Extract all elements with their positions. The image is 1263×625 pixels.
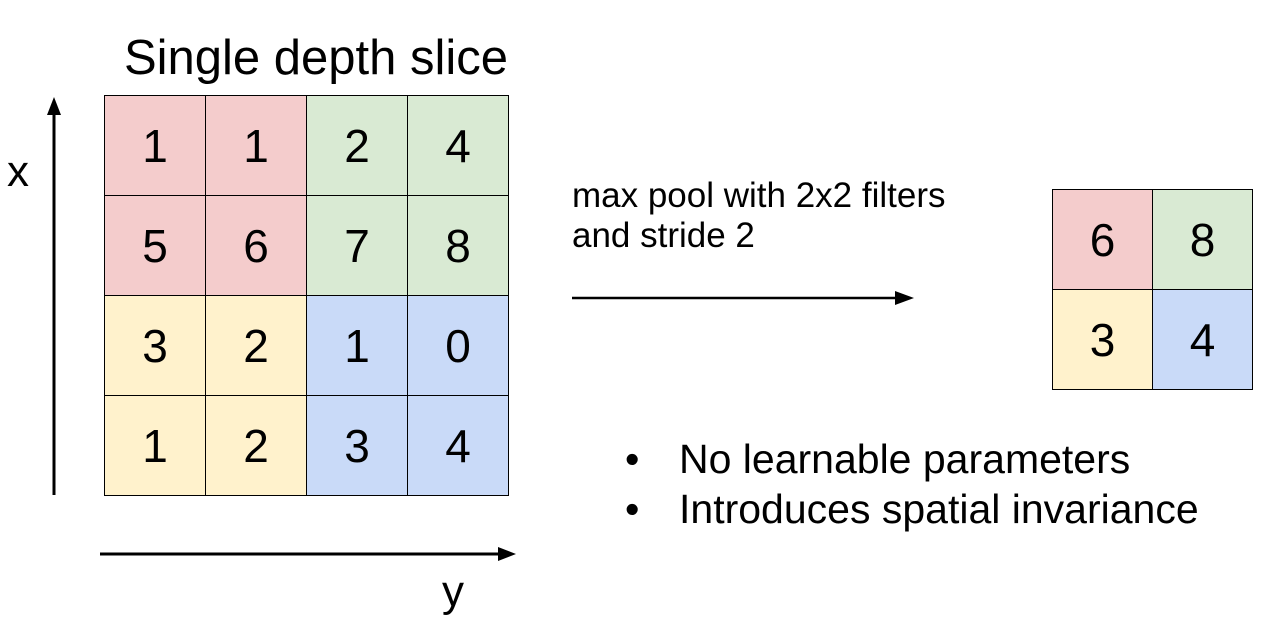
y-axis-arrow bbox=[100, 547, 516, 561]
input-grid-cell: 0 bbox=[407, 295, 509, 396]
input-grid-cell: 3 bbox=[306, 395, 408, 496]
input-grid-cell: 2 bbox=[205, 395, 307, 496]
output-grid-cell: 4 bbox=[1152, 289, 1253, 390]
input-grid-cell: 5 bbox=[104, 195, 206, 296]
bullet-marker: • bbox=[625, 486, 640, 532]
input-grid-cell: 6 bbox=[205, 195, 307, 296]
input-grid-cell: 2 bbox=[306, 95, 408, 196]
bullet-item: • No learnable parameters bbox=[625, 434, 1199, 484]
y-axis-label: y bbox=[442, 567, 464, 616]
bullet-text: Introduces spatial invariance bbox=[679, 486, 1199, 532]
input-grid-cell: 1 bbox=[205, 95, 307, 196]
input-grid-cell: 8 bbox=[407, 195, 509, 296]
input-grid-cell: 1 bbox=[306, 295, 408, 396]
operation-arrow bbox=[572, 291, 914, 305]
diagram-title: Single depth slice bbox=[123, 31, 509, 85]
bullet-text: No learnable parameters bbox=[679, 436, 1131, 482]
output-grid-cell: 3 bbox=[1052, 289, 1153, 390]
output-grid-cell: 6 bbox=[1052, 189, 1153, 290]
operation-line-1: max pool with 2x2 filters bbox=[572, 176, 946, 215]
bullet-item: • Introduces spatial invariance bbox=[625, 484, 1199, 534]
input-grid-cell: 4 bbox=[407, 395, 509, 496]
input-grid-cell: 7 bbox=[306, 195, 408, 296]
x-axis-label: x bbox=[7, 147, 29, 196]
input-grid-cell: 1 bbox=[104, 395, 206, 496]
output-grid-cell: 8 bbox=[1152, 189, 1253, 290]
operation-label: max pool with 2x2 filters and stride 2 bbox=[572, 176, 945, 256]
input-grid-cell: 1 bbox=[104, 95, 206, 196]
operation-line-2: and stride 2 bbox=[572, 216, 755, 255]
input-grid-cell: 4 bbox=[407, 95, 509, 196]
input-grid-cell: 2 bbox=[205, 295, 307, 396]
input-grid-cell: 3 bbox=[104, 295, 206, 396]
x-axis-arrow bbox=[47, 97, 61, 495]
bullet-list: • No learnable parameters • Introduces spat… bbox=[625, 434, 1199, 534]
bullet-marker: • bbox=[625, 436, 640, 482]
